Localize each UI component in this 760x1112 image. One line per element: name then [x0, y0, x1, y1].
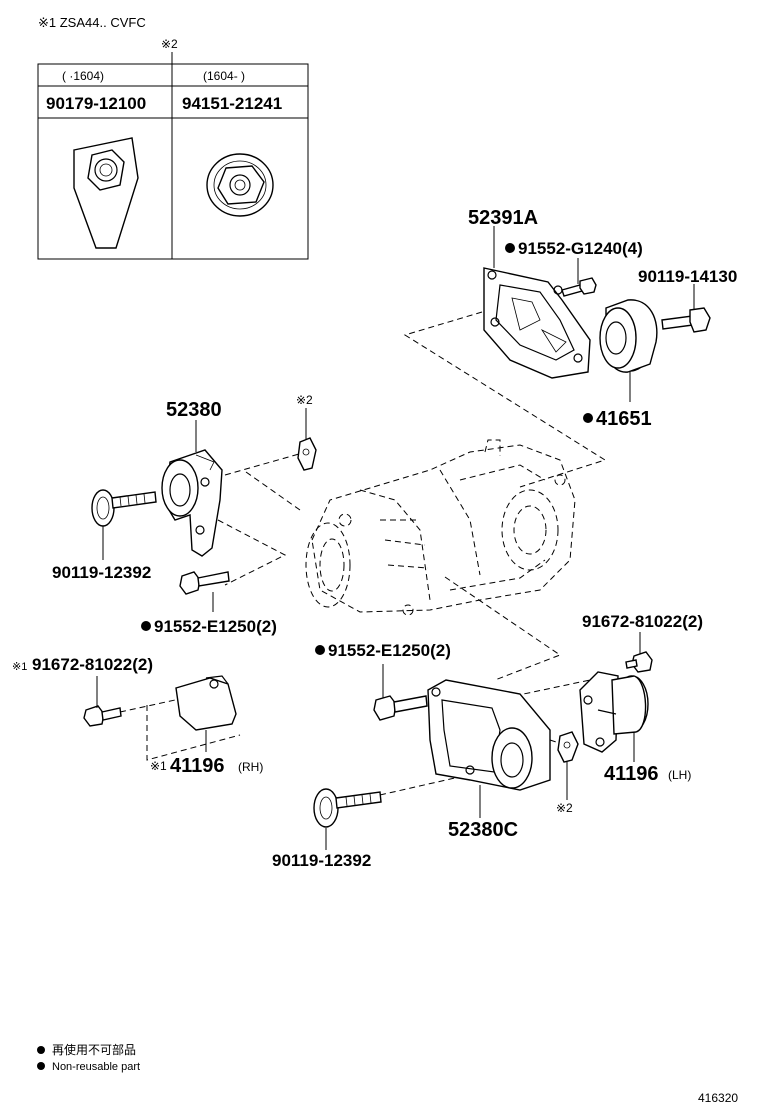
- label-90119-12392-left: 90119-12392: [52, 563, 151, 582]
- non-reusable-dot-41651: [583, 413, 593, 423]
- figure-id: 416320: [698, 1091, 738, 1105]
- legend-dot-1: [37, 1046, 45, 1054]
- legend-dot-2: [37, 1062, 45, 1070]
- flange-nut-with-plate-drawing: [73, 137, 139, 249]
- mount-41196-lh-drawing: [579, 671, 649, 753]
- table-col1-range: ( ·1604): [62, 69, 104, 83]
- table-col1-part: 90179-12100: [46, 94, 146, 113]
- label-41196-lh-suffix: (LH): [668, 768, 691, 782]
- label-91672-81022-left: 91672-81022(2): [32, 655, 153, 674]
- table-ref-mark: ※2: [161, 37, 178, 51]
- header-note: ※1 ZSA44.. CVFC: [38, 15, 146, 30]
- mount-41196-rh-drawing: [175, 675, 237, 731]
- non-reusable-dot-91552-e1250-left: [141, 621, 151, 631]
- bolt-91552-e1250-left-drawing: [179, 571, 230, 595]
- bolt-91552-e1250-right-drawing: [373, 695, 428, 721]
- non-reusable-dot-91552-e1250-right: [315, 645, 325, 655]
- bolt-90119-12392-left-drawing: [91, 489, 157, 527]
- label-41196-rh-suffix: (RH): [238, 760, 263, 774]
- label-ref2-top: ※2: [296, 393, 313, 407]
- label-91672-81022-left-mark: ※1: [12, 661, 27, 673]
- bolt-91672-81022-left-drawing: [83, 705, 122, 727]
- differential-carrier-drawing: [305, 439, 576, 616]
- label-41196-rh-mark: ※1: [150, 759, 167, 773]
- legend-line1: 再使用不可部品: [52, 1042, 136, 1057]
- label-52380: 52380: [166, 399, 222, 421]
- table-col2-part: 94151-21241: [182, 94, 282, 113]
- bracket-52391a-drawing: [483, 267, 591, 379]
- label-91552-e1250-right: 91552-E1250(2): [328, 641, 451, 660]
- inset-table: ※2 ( ·1604) (1604- ) 90179-12100 94151-2…: [37, 37, 309, 260]
- bolt-91672-81022-right-drawing: [625, 651, 653, 673]
- clip-ref2-bottom-drawing: [557, 731, 579, 763]
- label-41196-rh: 41196: [170, 755, 225, 777]
- bushing-41651-drawing: [599, 299, 658, 373]
- label-90119-14130: 90119-14130: [638, 267, 737, 286]
- label-91552-e1250-left: 91552-E1250(2): [154, 617, 277, 636]
- bolt-90119-12392-bottom-drawing: [313, 788, 382, 828]
- legend-line2: Non-reusable part: [52, 1061, 140, 1073]
- table-col2-range: (1604- ): [203, 69, 245, 83]
- label-52391a: 52391A: [468, 207, 538, 229]
- bolt-90119-14130-drawing: [661, 307, 711, 333]
- label-52380c: 52380C: [448, 819, 518, 841]
- bracket-52380-drawing: [161, 449, 223, 557]
- leader-lines: [96, 226, 695, 850]
- flange-nut-round-drawing: [206, 153, 274, 217]
- bracket-52380c-drawing: [427, 679, 551, 791]
- non-reusable-dot-91552-g1240: [505, 243, 515, 253]
- label-ref2-bottom: ※2: [556, 801, 573, 815]
- label-41196-lh: 41196: [604, 763, 659, 785]
- clip-ref2-top-drawing: [297, 437, 317, 471]
- legend: 再使用不可部品 Non-reusable part: [37, 1042, 140, 1073]
- label-41651: 41651: [596, 408, 652, 430]
- label-90119-12392-bottom: 90119-12392: [272, 851, 371, 870]
- label-91552-g1240: 91552-G1240(4): [518, 239, 643, 258]
- bolt-91552-g1240-drawing: [561, 277, 597, 297]
- label-91672-81022-right: 91672-81022(2): [582, 612, 703, 631]
